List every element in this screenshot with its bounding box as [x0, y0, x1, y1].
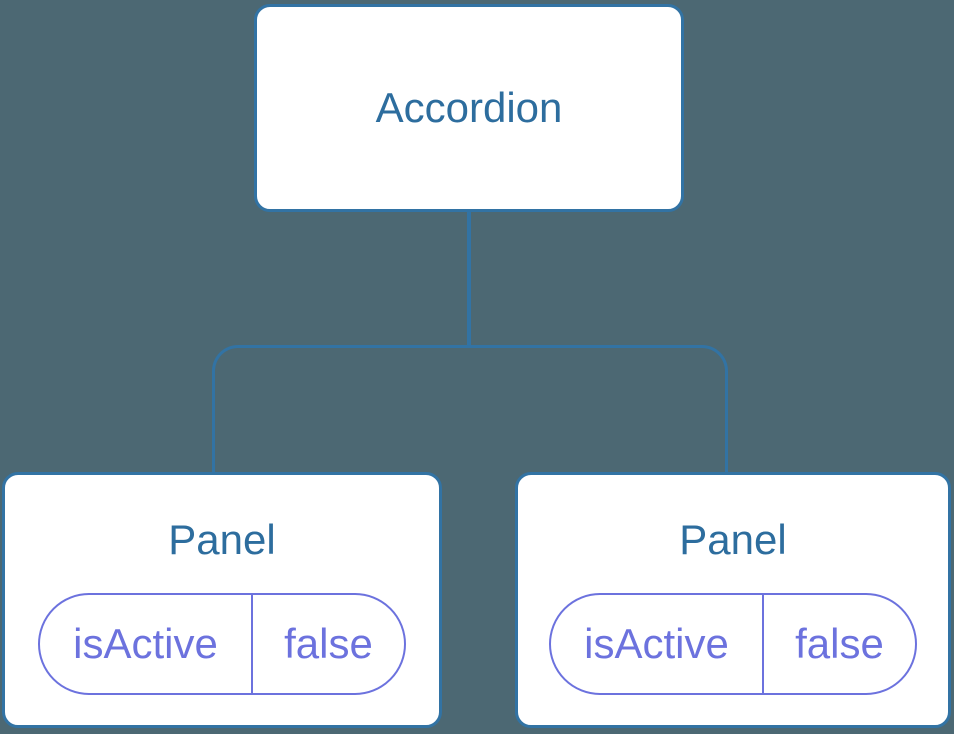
state-value-left: false	[284, 620, 373, 667]
connector-stub	[467, 210, 471, 347]
node-title-panel-right: Panel	[679, 516, 787, 563]
state-key-right: isActive	[551, 595, 764, 693]
state-pill-left: isActive false	[38, 593, 406, 695]
node-title-panel-left: Panel	[168, 516, 276, 563]
tree-node-panel-right: Panel isActive false	[515, 472, 951, 728]
tree-node-panel-left: Panel isActive false	[2, 472, 442, 728]
node-title-accordion: Accordion	[375, 84, 563, 131]
state-pill-right: isActive false	[549, 593, 917, 695]
connector-bracket	[212, 345, 728, 472]
state-key-left: isActive	[40, 595, 253, 693]
tree-node-accordion: Accordion	[254, 4, 684, 212]
state-value-right: false	[795, 620, 884, 667]
